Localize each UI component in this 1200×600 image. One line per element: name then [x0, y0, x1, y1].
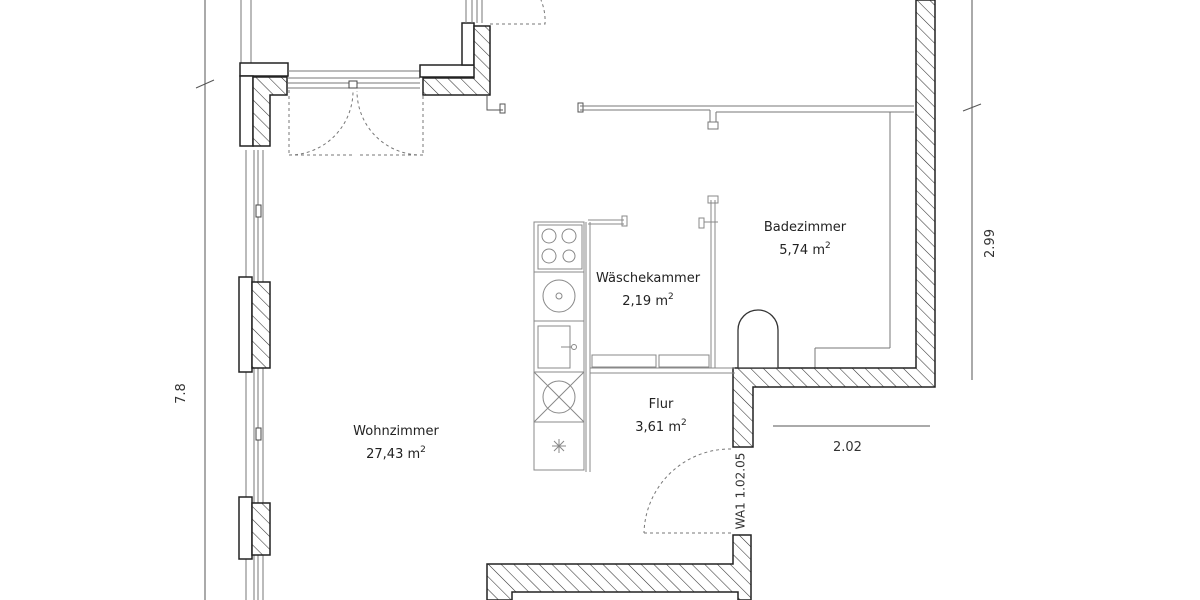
window-handle-icon [255, 204, 262, 441]
room-name: Badezimmer [763, 220, 847, 235]
unit-code-label: WA1 1.02.05 [733, 452, 748, 530]
sink-icon [537, 325, 577, 369]
partition-wall-laundry [588, 195, 735, 374]
room-label-badezimmer: Badezimmer 5,74 m2 [764, 219, 846, 260]
room-name: Wäschekammer [595, 271, 701, 286]
dimension-line-right [962, 0, 982, 380]
kitchen-counter [533, 221, 591, 472]
dimension-label-left: 7.8 [173, 383, 189, 404]
partition-wall-top [580, 105, 914, 368]
washer-icon [533, 371, 585, 423]
door-swing-double [288, 90, 424, 156]
dimension-label-right: 2.99 [982, 229, 998, 258]
wall-exterior-bottom [486, 534, 752, 600]
room-label-flur: Flur 3,61 m2 [635, 396, 686, 437]
pipe-fittings [486, 95, 584, 114]
room-area: 2,19 m2 [622, 292, 674, 309]
room-label-wohnzimmer: Wohnzimmer 27,43 m2 [353, 423, 439, 464]
stove-icon [537, 224, 583, 270]
dimension-label-corridor: 2.02 [833, 440, 862, 455]
room-label-waeschekammer: Wäschekammer 2,19 m2 [596, 270, 700, 311]
toilet-icon [737, 309, 779, 369]
room-area: 3,61 m2 [635, 418, 687, 435]
wall-pillar-top-left [239, 62, 289, 147]
wall-pillar-low-left [238, 496, 271, 560]
window-top [288, 70, 420, 89]
dimension-line-left [195, 0, 215, 600]
wall-pillar-top-center [419, 22, 491, 96]
door-swing-top [490, 0, 546, 25]
room-name: Flur [648, 397, 674, 412]
sink-round-icon [542, 279, 576, 313]
room-area: 27,43 m2 [366, 445, 426, 462]
door-swing-entry [643, 448, 732, 534]
wall-exterior-right [732, 0, 936, 448]
room-name: Wohnzimmer [353, 424, 439, 439]
wall-pillar-mid-left [238, 276, 271, 373]
window-top-upper [465, 0, 483, 23]
fridge-icon [552, 439, 566, 453]
room-area: 5,74 m2 [779, 241, 831, 258]
